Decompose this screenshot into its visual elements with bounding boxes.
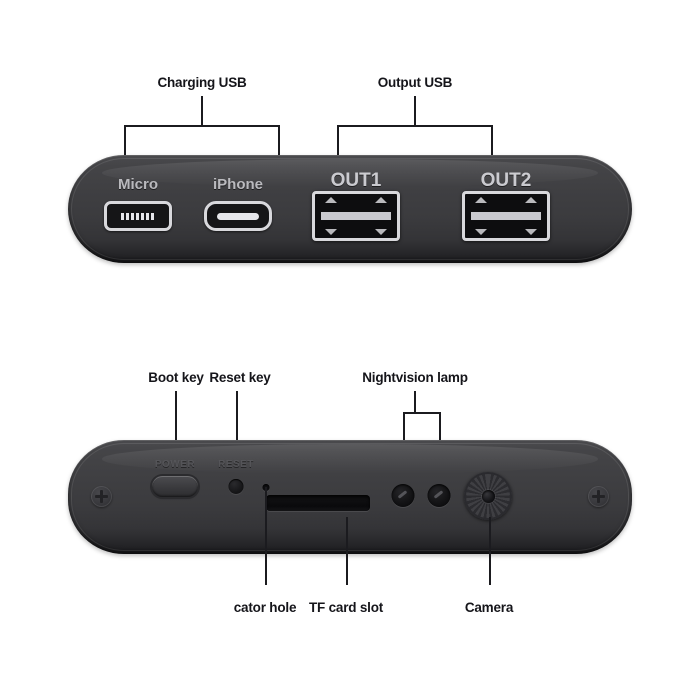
device-port-side: Micro iPhone OUT1 OUT2 bbox=[68, 155, 632, 263]
port-usb-a-out2[interactable] bbox=[462, 191, 550, 241]
device-control-side: POWER RESET bbox=[68, 440, 632, 554]
usb-a-tab-icon bbox=[475, 229, 487, 235]
engraved-label-out1: OUT1 bbox=[330, 170, 382, 191]
usb-a-tab-icon bbox=[375, 197, 387, 203]
leader-line-reset-key bbox=[236, 391, 238, 459]
leader-line-boot-key bbox=[175, 391, 177, 459]
engraved-label-micro: Micro bbox=[117, 176, 159, 193]
callout-label-charging-usb: Charging USB bbox=[157, 75, 247, 90]
usb-a-tab-icon bbox=[325, 229, 337, 235]
leader-drop-out2 bbox=[491, 125, 493, 165]
leader-stem-charging-usb bbox=[201, 96, 203, 126]
leader-bracket-nightvision-lamp bbox=[403, 412, 441, 414]
callout-label-nightvision-lamp: Nightvision lamp bbox=[362, 370, 468, 385]
leader-line-indicator-hole bbox=[265, 487, 267, 585]
engraved-label-out2: OUT2 bbox=[480, 170, 532, 191]
usb-a-tongue bbox=[471, 212, 541, 220]
usb-a-tab-icon bbox=[325, 197, 337, 203]
leader-drop-micro bbox=[124, 125, 126, 173]
nightvision-lamp-2 bbox=[427, 484, 451, 507]
nightvision-lamp-1 bbox=[391, 484, 415, 507]
micro-usb-pins bbox=[121, 212, 155, 220]
usb-a-tab-icon bbox=[525, 197, 537, 203]
usb-a-tongue bbox=[321, 212, 391, 220]
leader-bracket-output-usb bbox=[337, 125, 493, 127]
leader-line-tf-card-slot bbox=[346, 517, 348, 585]
leader-stem-nightvision-lamp bbox=[414, 391, 416, 413]
engraved-label-iphone: iPhone bbox=[212, 176, 264, 193]
callout-label-indicator-hole: cator hole bbox=[233, 600, 297, 615]
engraved-label-boot-key: POWER bbox=[154, 459, 196, 470]
usb-a-tab-icon bbox=[475, 197, 487, 203]
usb-c-tongue bbox=[217, 212, 259, 220]
usb-a-tab-icon bbox=[375, 229, 387, 235]
callout-label-reset-key: Reset key bbox=[209, 370, 271, 385]
screw-left bbox=[91, 486, 112, 507]
callout-label-tf-card-slot: TF card slot bbox=[308, 600, 384, 615]
leader-drop-out1 bbox=[337, 125, 339, 165]
callout-label-output-usb: Output USB bbox=[377, 75, 453, 90]
leader-drop-iphone bbox=[278, 125, 280, 173]
reset-key-button[interactable] bbox=[228, 479, 244, 494]
camera-lens-glass bbox=[481, 489, 495, 503]
boot-key-button[interactable] bbox=[152, 476, 198, 497]
port-micro-usb[interactable] bbox=[104, 201, 172, 231]
camera-lens bbox=[464, 472, 512, 520]
callout-label-camera: Camera bbox=[464, 600, 514, 615]
engraved-label-reset-key: RESET bbox=[218, 459, 254, 470]
leader-line-camera bbox=[489, 517, 491, 585]
leader-stem-output-usb bbox=[414, 96, 416, 126]
callout-label-boot-key: Boot key bbox=[148, 370, 204, 385]
tf-card-slot[interactable] bbox=[266, 495, 370, 511]
port-iphone-usb-c[interactable] bbox=[204, 201, 272, 231]
usb-a-tab-icon bbox=[525, 229, 537, 235]
port-usb-a-out1[interactable] bbox=[312, 191, 400, 241]
leader-bracket-charging-usb bbox=[124, 125, 280, 127]
screw-right bbox=[588, 486, 609, 507]
